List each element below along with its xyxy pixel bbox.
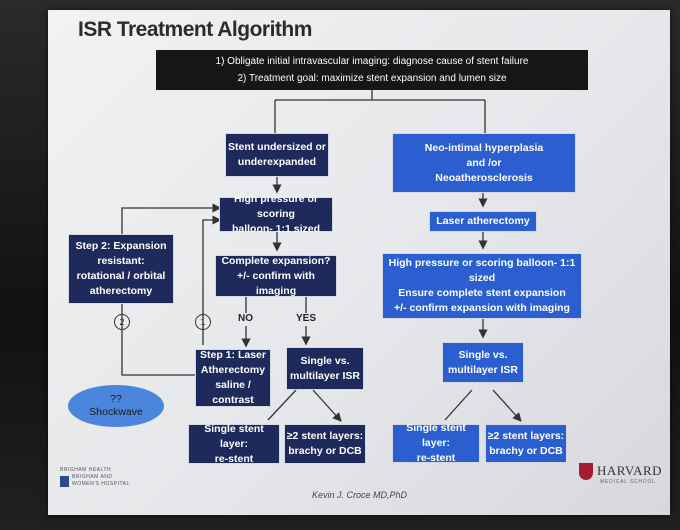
step2-line-2: resistant: xyxy=(97,255,145,267)
left-single-layer-line-1: Single stent layer: xyxy=(204,422,264,450)
step2-line-1: Step 2: Expansion xyxy=(75,240,167,252)
connector-step1-step2 xyxy=(121,303,195,376)
bwh-line-3: WOMEN'S HOSPITAL xyxy=(72,481,130,487)
neo-line-1: Neo-intimal hyperplasia xyxy=(424,141,544,154)
step1-line-1: Step 1: Laser xyxy=(200,349,266,361)
left-two-layers-line-1: ≥2 stent layers: xyxy=(286,430,364,442)
slide-title: ISR Treatment Algorithm xyxy=(78,18,312,41)
right-high-pressure-box: High pressure or scoring balloon- 1:1 si… xyxy=(382,253,582,319)
step2-line-3: rotational / orbital xyxy=(76,270,166,282)
right-two-layers-line-1: ≥2 stent layers: xyxy=(487,429,565,442)
balloon-line-1: High pressure or scoring xyxy=(233,193,319,220)
step-circle-2: 2 xyxy=(114,314,130,330)
harvard-wordmark: HARVARD xyxy=(597,463,663,478)
step1-line-2: Atherectomy xyxy=(200,364,266,376)
complete-expansion-box: Complete expansion? +/- confirm with ima… xyxy=(215,255,337,297)
no-label: NO xyxy=(238,313,253,324)
step2-expansion-box: Step 2: Expansion resistant: rotational … xyxy=(68,234,174,304)
left-single-layer-line-2: re-stent xyxy=(214,452,254,465)
header-box: 1) Obligate initial intravascular imagin… xyxy=(156,50,588,90)
left-single-layer-box: Single stent layer: re-stent xyxy=(188,422,280,465)
right-hp-line-3: +/- confirm expansion with imaging xyxy=(394,302,570,314)
right-hp-line-2: Ensure complete stent expansion xyxy=(398,287,566,299)
right-single-layer-box: Single stent layer: re-stent xyxy=(392,422,480,464)
undersized-box: Stent undersized or underexpanded xyxy=(225,133,329,177)
shockwave-line-1: ?? xyxy=(110,393,122,405)
yes-label: YES xyxy=(296,313,317,324)
connector-step2-top xyxy=(121,203,222,234)
step1-laser-box: Step 1: Laser Atherectomy saline / contr… xyxy=(195,349,271,407)
harvard-shield-icon xyxy=(579,463,593,480)
left-two-layers-box: ≥2 stent layers: brachy or DCB xyxy=(284,424,366,464)
left-single-vs-line-1: Single vs. xyxy=(300,354,350,367)
left-single-vs-line-2: multilayer ISR xyxy=(289,369,361,382)
step2-line-4: atherectomy xyxy=(89,285,153,297)
connector-loop1 xyxy=(202,215,222,345)
harvard-subtitle: MEDICAL SCHOOL xyxy=(600,479,656,485)
balloon-box: High pressure or scoring balloon- 1:1 si… xyxy=(219,193,333,235)
complete-line-1: Complete expansion? xyxy=(221,254,331,267)
right-single-layer-line-1: Single stent layer: xyxy=(406,422,466,449)
right-two-layers-line-2: brachy or DCB xyxy=(489,444,563,457)
connector-header-split xyxy=(274,90,486,133)
neo-line-3: Neoatherosclerosis xyxy=(435,171,533,184)
header-line-2: 2) Treatment goal: maximize stent expans… xyxy=(237,73,507,84)
right-two-layers-box: ≥2 stent layers: brachy or DCB xyxy=(485,424,567,463)
right-hp-line-1: High pressure or scoring balloon- 1:1 si… xyxy=(388,257,576,284)
bwh-logo-text: BRIGHAM HEALTH BRIGHAM AND WOMEN'S HOSPI… xyxy=(60,467,130,488)
connector-left-split xyxy=(267,389,340,420)
laser-atherectomy-box: Laser atherectomy xyxy=(429,211,537,232)
neointimal-box: Neo-intimal hyperplasia and /or Neoather… xyxy=(392,133,576,193)
left-single-vs-box: Single vs. multilayer ISR xyxy=(286,347,364,390)
shockwave-oval: ?? Shockwave xyxy=(68,385,164,427)
bwh-line-1: BRIGHAM HEALTH xyxy=(60,467,112,473)
complete-line-2: +/- confirm with imaging xyxy=(237,269,315,297)
neo-line-2: and /or xyxy=(466,156,502,169)
author-credit: Kevin J. Croce MD,PhD xyxy=(312,490,408,500)
bwh-line-2: BRIGHAM AND xyxy=(72,474,113,480)
step-circle-1: 1 xyxy=(195,314,211,330)
bwh-shield-icon xyxy=(60,476,69,487)
undersized-line-2: underexpanded xyxy=(237,156,317,168)
right-single-vs-line-2: multilayer ISR xyxy=(447,363,519,376)
right-single-vs-box: Single vs. multilayer ISR xyxy=(442,342,524,383)
header-line-1: 1) Obligate initial intravascular imagin… xyxy=(215,56,529,67)
shockwave-line-2: Shockwave xyxy=(89,406,143,418)
left-two-layers-line-2: brachy or DCB xyxy=(288,445,362,457)
right-single-layer-line-2: re-stent xyxy=(416,452,456,464)
right-single-vs-line-1: Single vs. xyxy=(458,348,508,361)
connector-right-split xyxy=(444,389,520,420)
undersized-line-1: Stent undersized or xyxy=(227,141,326,153)
balloon-line-2: balloon- 1:1 sized xyxy=(231,223,321,235)
step1-line-3: saline / contrast xyxy=(212,379,254,406)
